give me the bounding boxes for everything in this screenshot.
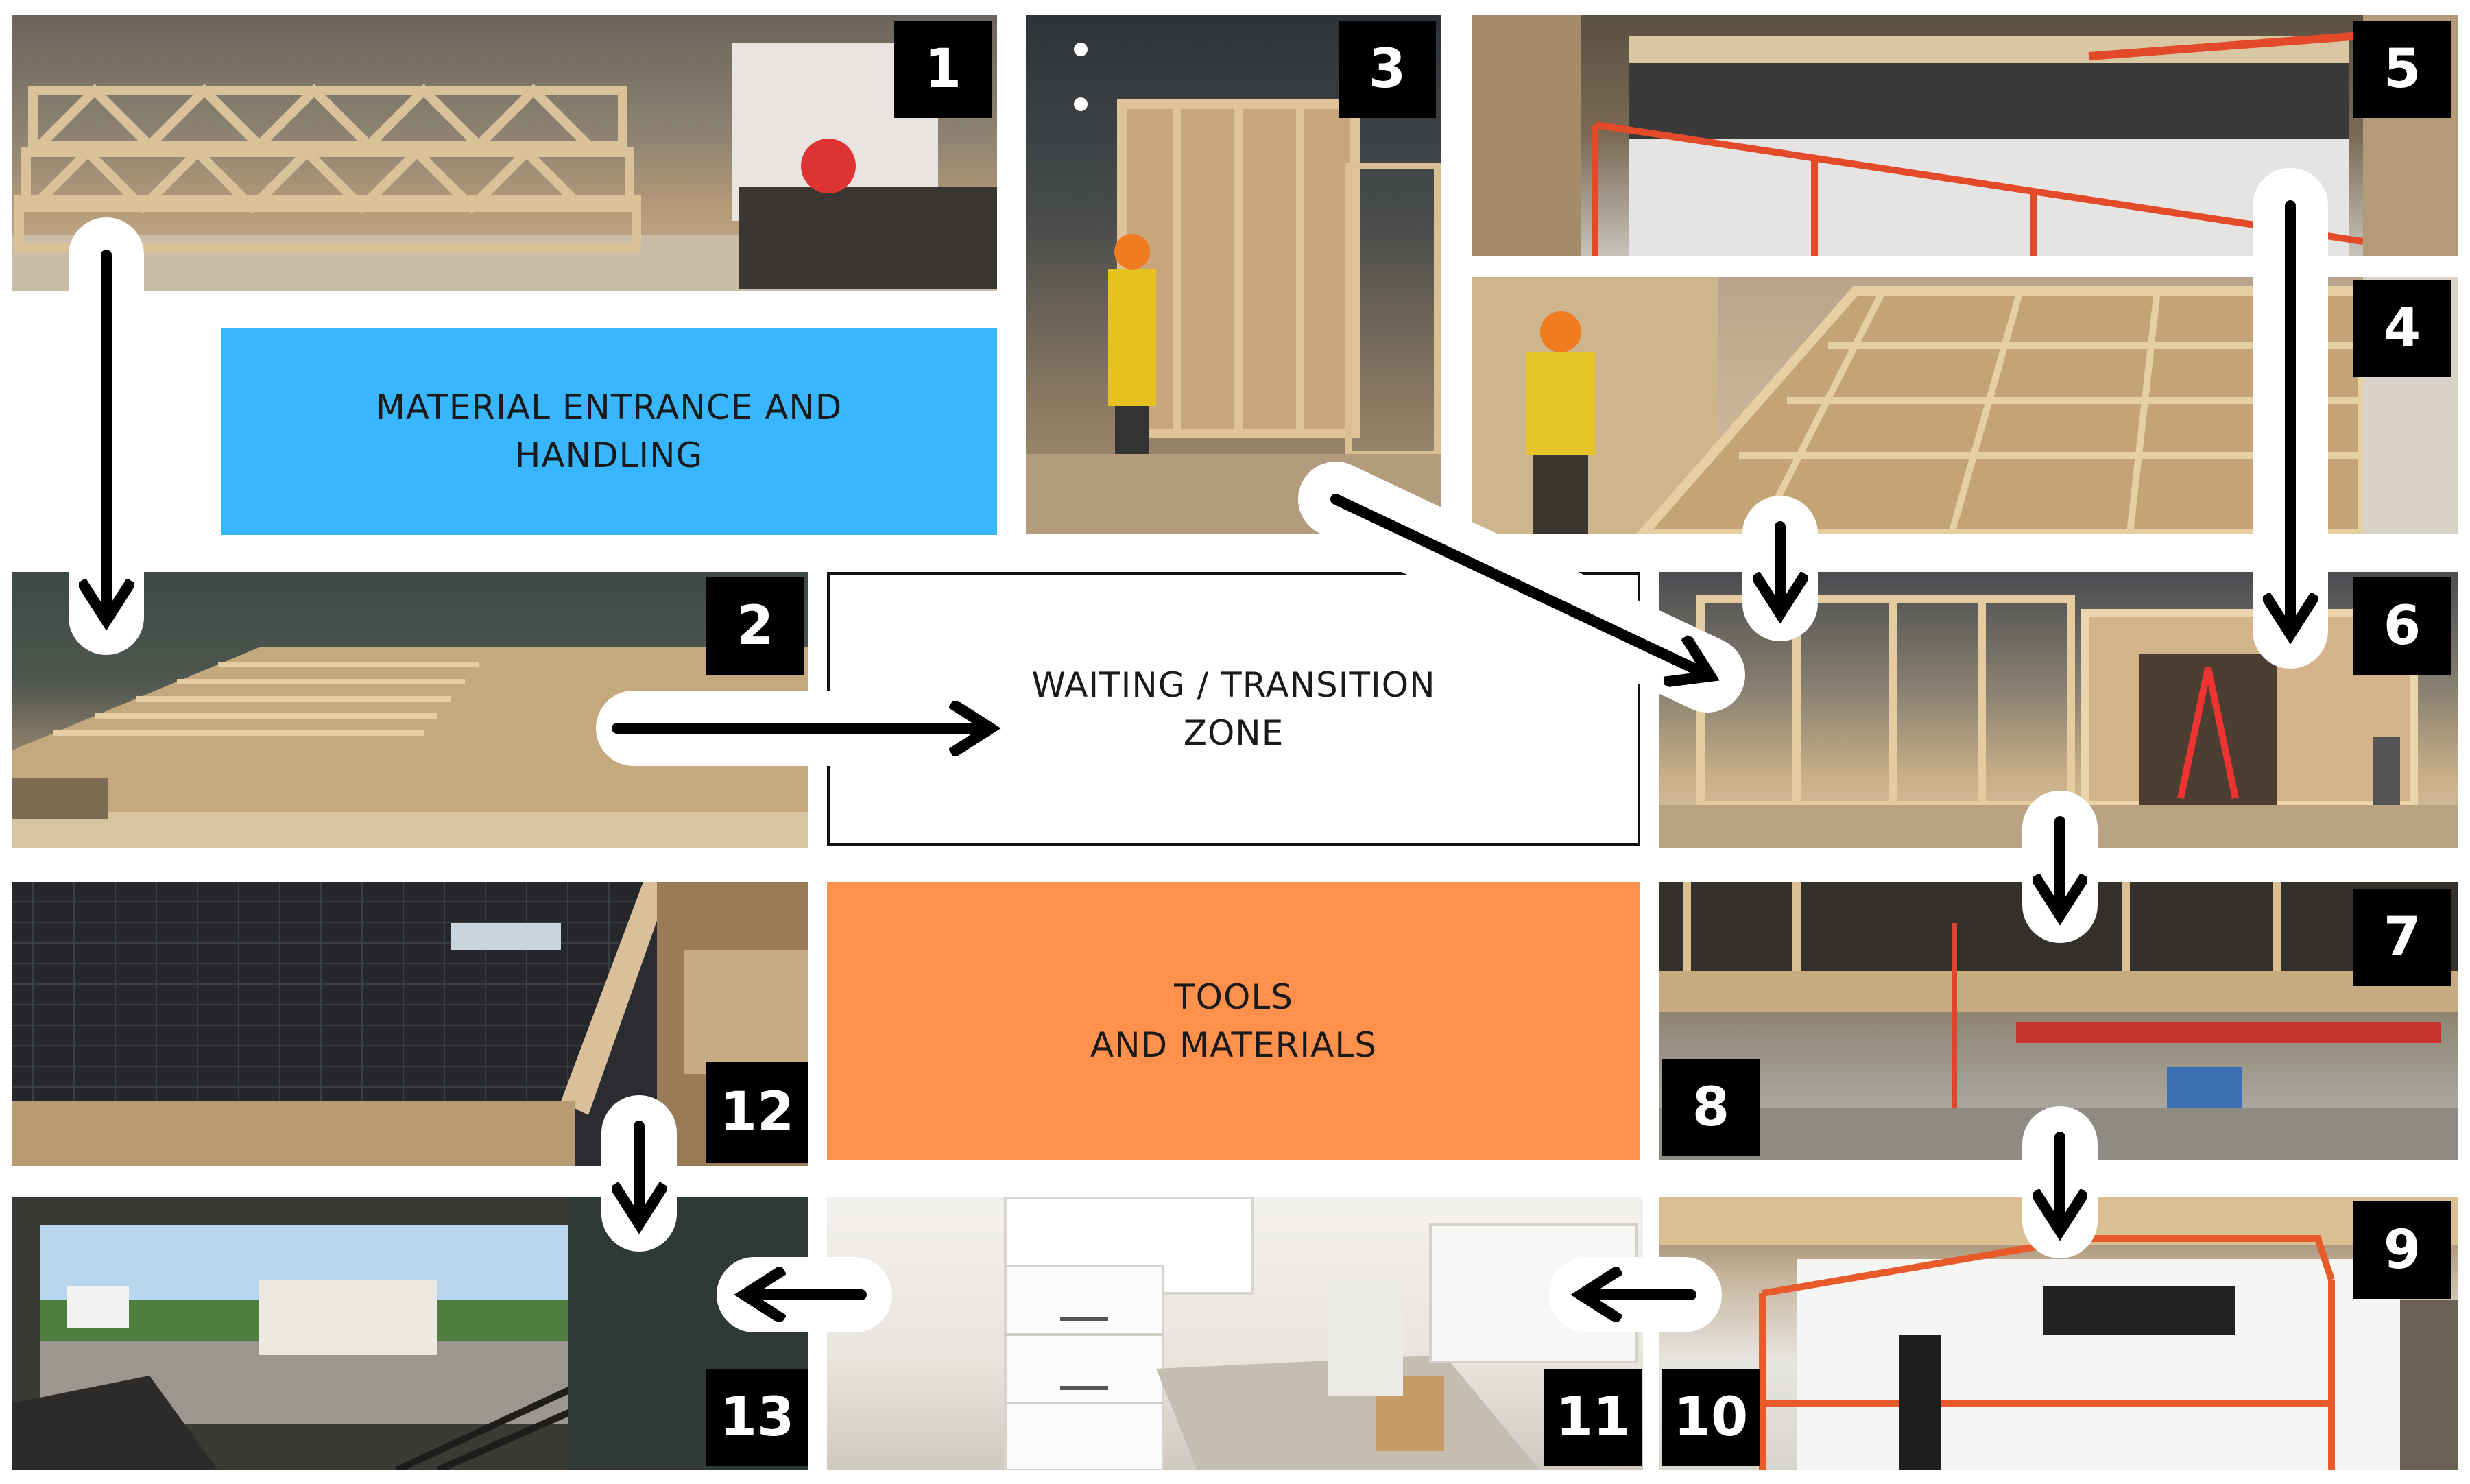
photo-6-module-framing xyxy=(1659,572,2458,848)
zone-waiting-line2: ZONE xyxy=(1183,713,1284,753)
photo-1-truss-workshop xyxy=(12,15,997,291)
station-badge-9: 9 xyxy=(2353,1201,2451,1299)
station-badge-8: 8 xyxy=(1662,1059,1760,1156)
photo-2-floor-panel xyxy=(12,572,808,848)
station-badge-1: 1 xyxy=(894,21,992,118)
photo-12-roof xyxy=(12,882,808,1166)
zone-tools-line1: TOOLS xyxy=(1174,977,1293,1017)
zone-waiting-transition: WAITING / TRANSITION ZONE xyxy=(827,572,1640,846)
station-badge-11: 11 xyxy=(1544,1369,1642,1466)
station-badge-6: 6 xyxy=(2353,577,2451,675)
photo-3-wall-lift xyxy=(1026,15,1441,534)
photo-5-wall-scaffold xyxy=(1472,15,2458,256)
zone-tools-line2: AND MATERIALS xyxy=(1090,1025,1377,1065)
photo-4-floor-framing xyxy=(1472,277,2458,534)
photo-9-10-window-install xyxy=(1659,1197,2458,1470)
station-badge-4: 4 xyxy=(2353,280,2451,377)
station-badge-12: 12 xyxy=(706,1062,808,1163)
station-badge-2: 2 xyxy=(706,577,804,675)
photo-13-loading-dock xyxy=(12,1197,808,1470)
photo-11-kitchen xyxy=(827,1197,1643,1470)
station-badge-5: 5 xyxy=(2353,21,2451,118)
station-badge-7: 7 xyxy=(2353,889,2451,986)
zone-waiting-line1: WAITING / TRANSITION xyxy=(1031,665,1436,705)
station-badge-13: 13 xyxy=(706,1369,808,1466)
zone-material-line1: MATERIAL ENTRANCE AND xyxy=(375,387,843,427)
station-badge-10: 10 xyxy=(1662,1369,1760,1466)
zone-material-line2: HANDLING xyxy=(514,435,704,475)
photo-7-8-assembly-line xyxy=(1659,882,2458,1160)
zone-material-entrance: MATERIAL ENTRANCE AND HANDLING xyxy=(221,328,997,535)
station-badge-3: 3 xyxy=(1339,21,1436,118)
zone-tools-materials: TOOLS AND MATERIALS xyxy=(827,882,1640,1160)
